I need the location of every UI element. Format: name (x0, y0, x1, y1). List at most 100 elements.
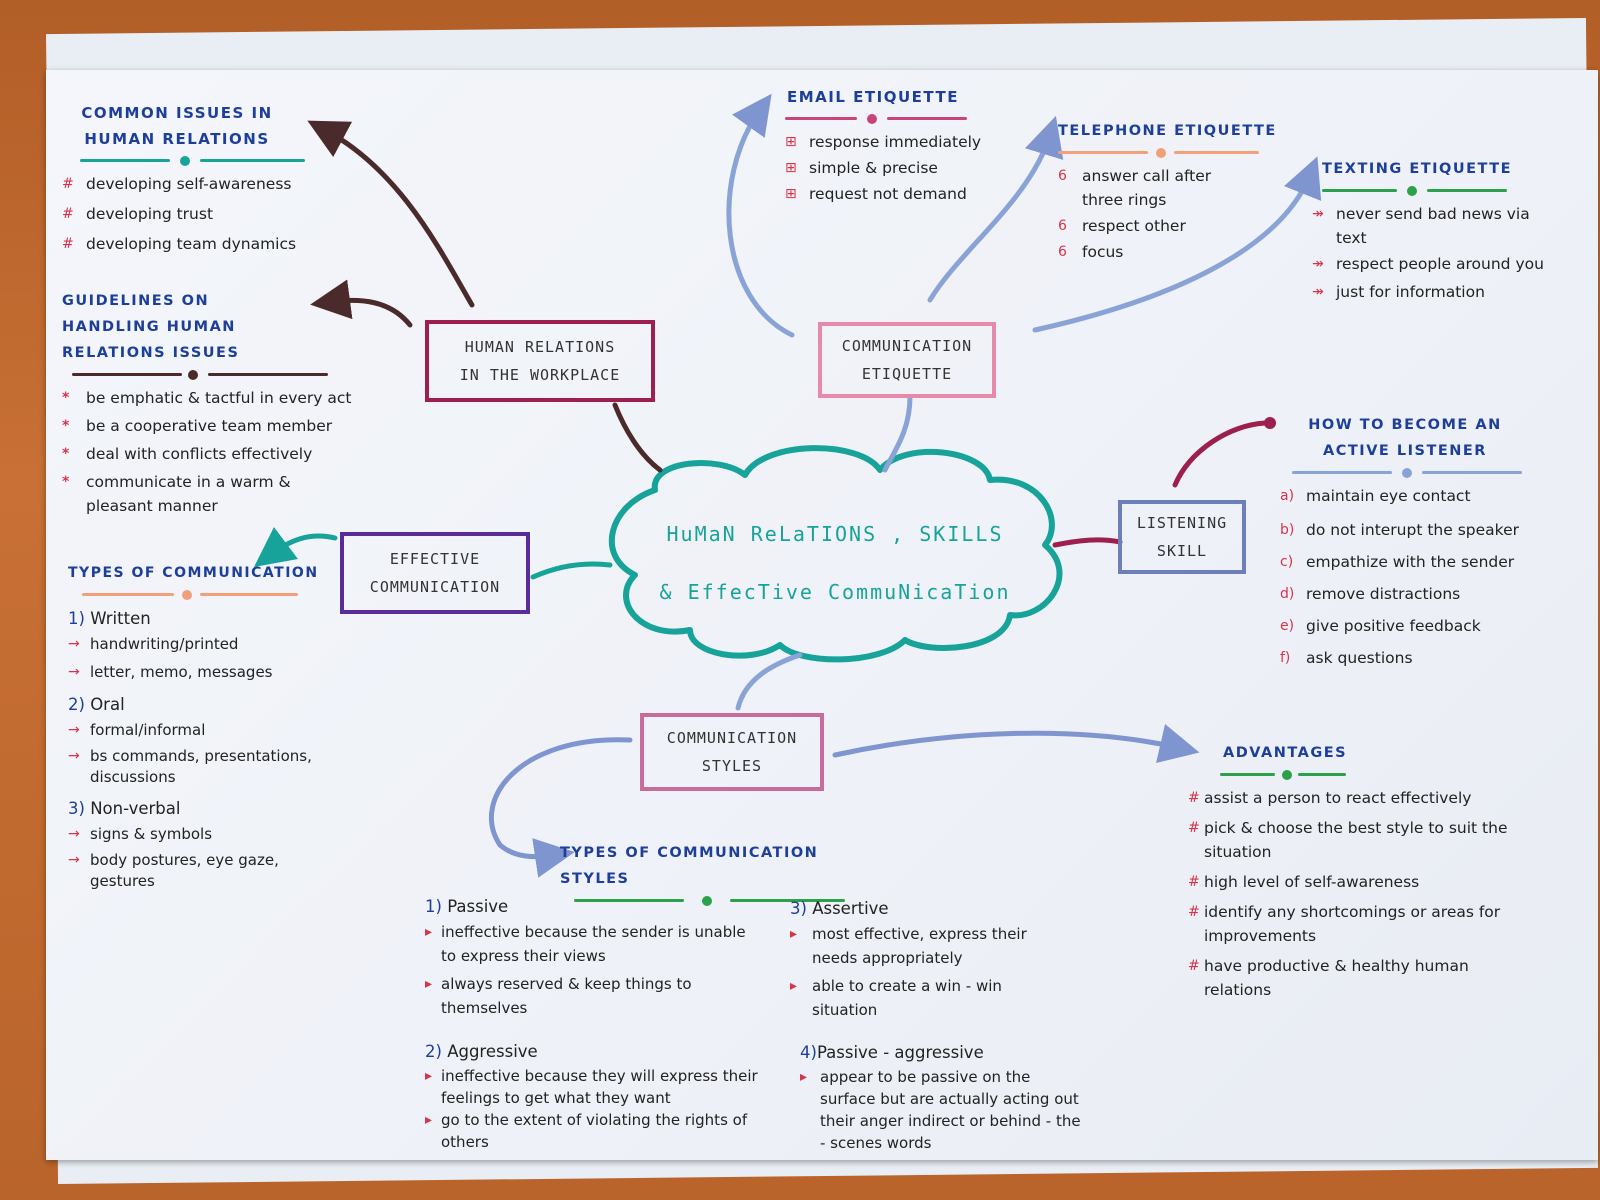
connector-etiquette-center (882, 394, 913, 473)
list-item: ▸go to the extent of violating the right… (425, 1111, 748, 1151)
list-item: *deal with conflicts effectively (62, 442, 402, 466)
list-item: ▸ineffective because they will express t… (425, 1067, 758, 1107)
connector-effective-center (530, 561, 613, 580)
arrow-to-types-styles (488, 737, 633, 878)
arrow-right-icon: → (68, 748, 80, 764)
bullet-hash-icon: # (1188, 790, 1200, 806)
list-item: #identify any shortcomings or areas for … (1188, 900, 1548, 948)
letter-marker: e) (1280, 618, 1295, 634)
box-communication-styles: COMMUNICATION STYLES (640, 713, 824, 791)
section-common-issues: COMMON ISSUES IN HUMAN RELATIONS #develo… (62, 100, 362, 256)
bullet-star-icon: * (62, 474, 70, 490)
divider (68, 590, 308, 600)
bullet-hash-icon: # (1188, 874, 1200, 890)
cloud-shape (608, 445, 1063, 663)
style-passive-aggressive: 4)Passive - aggressive ▸appear to be pas… (800, 1036, 1090, 1154)
active-listener-heading: HOW TO BECOME AN ACTIVE LISTENER (1308, 417, 1502, 459)
letter-marker: b) (1280, 522, 1295, 538)
bullet-hash-icon: # (1188, 820, 1200, 836)
section-email-etiquette: EMAIL ETIQUETTE ⊞response immediately ⊞s… (785, 84, 1025, 206)
list-item: #have productive & healthy human relatio… (1188, 954, 1534, 1002)
section-guidelines: GUIDELINES ON HANDLING HUMAN RELATIONS I… (62, 288, 402, 518)
letter-marker: a) (1280, 488, 1295, 504)
divider (1280, 468, 1540, 478)
list-item: *be a cooperative team member (62, 414, 402, 438)
guidelines-heading: GUIDELINES ON HANDLING HUMAN RELATIONS I… (62, 293, 240, 361)
list-item: *be emphatic & tactful in every act (62, 386, 402, 410)
double-arrow-icon: ↠ (1312, 256, 1324, 272)
double-arrow-icon: ↠ (1312, 206, 1324, 222)
bullet-hash-icon: # (1188, 958, 1200, 974)
list-item: #assist a person to react effectively (1188, 786, 1548, 810)
divider (1312, 186, 1522, 196)
list-item: e)give positive feedback (1280, 614, 1580, 638)
arrow-to-advantages (832, 724, 1200, 764)
bullet-star-icon: * (62, 446, 70, 462)
bullet-box-icon: ⊞ (785, 134, 797, 150)
connector-listening-center (1052, 537, 1123, 548)
box-human-relations: HUMAN RELATIONS IN THE WORKPLACE (425, 320, 655, 402)
arrow-right-icon: → (68, 636, 80, 652)
texting-heading: TEXTING ETIQUETTE (1322, 161, 1513, 177)
phone-icon: 6 (1058, 244, 1067, 260)
arrow-to-types-comm (253, 527, 338, 567)
section-texting-etiquette: TEXTING ETIQUETTE ↠never send bad news v… (1312, 156, 1587, 304)
bullet-star-icon: * (62, 418, 70, 434)
list-item: ↠never send bad news via text (1312, 202, 1556, 250)
letter-marker: f) (1280, 650, 1291, 666)
triangle-bullet-icon: ▸ (790, 926, 798, 942)
box-effective-communication: EFFECTIVE COMMUNICATION (340, 532, 530, 614)
divider (1188, 770, 1348, 780)
arrow-right-icon: → (68, 722, 80, 738)
paper-sheet (46, 70, 1598, 1160)
arrow-to-email (726, 93, 795, 338)
divider (62, 370, 352, 380)
bullet-hash-icon: # (62, 236, 74, 252)
group-non-verbal: 3) Non-verbal (68, 799, 181, 818)
central-topic: HuMaN ReLaTIONS , SKILLS & EffecTive Com… (630, 505, 1040, 621)
group-oral: 2) Oral (68, 695, 125, 714)
triangle-bullet-icon: ▸ (425, 1112, 433, 1128)
divider (560, 896, 860, 906)
list-item: b)do not interupt the speaker (1280, 518, 1580, 542)
divider (1058, 148, 1268, 158)
phone-icon: 6 (1058, 218, 1067, 234)
arrow-to-guidelines (310, 279, 413, 328)
list-item: ▸able to create a win - win situation (790, 974, 1070, 1022)
arrow-right-icon: → (68, 852, 80, 868)
bullet-hash-icon: # (62, 176, 74, 192)
triangle-bullet-icon: ▸ (800, 1069, 808, 1085)
bullet-box-icon: ⊞ (785, 186, 797, 202)
list-item: ↠respect people around you (1312, 252, 1587, 276)
email-heading: EMAIL ETIQUETTE (787, 88, 959, 106)
list-item: #developing trust (62, 202, 362, 226)
arrow-right-icon: → (68, 664, 80, 680)
style-assertive: 3) Assertive ▸most effective, express th… (790, 892, 1070, 1022)
bullet-star-icon: * (62, 390, 70, 406)
arrow-to-texting (1032, 156, 1322, 333)
triangle-bullet-icon: ▸ (790, 978, 798, 994)
list-item: #high level of self-awareness (1188, 870, 1548, 894)
divider (785, 114, 985, 124)
list-item: a)maintain eye contact (1280, 484, 1580, 508)
phone-icon: 6 (1058, 168, 1067, 184)
style-aggressive: 2) Aggressive ▸ineffective because they … (425, 1035, 765, 1153)
types-comm-heading: TYPES OF COMMUNICATION (68, 565, 319, 581)
section-advantages: ADVANTAGES #assist a person to react eff… (1188, 740, 1548, 1002)
triangle-bullet-icon: ▸ (425, 976, 433, 992)
list-item: ⊞request not demand (785, 182, 1025, 206)
list-item: #developing self-awareness (62, 172, 362, 196)
arrow-right-icon: → (68, 826, 80, 842)
triangle-bullet-icon: ▸ (425, 1068, 433, 1084)
bullet-hash-icon: # (62, 206, 74, 222)
group-written: 1) Written (68, 609, 151, 628)
bullet-hash-icon: # (1188, 904, 1200, 920)
list-item: d)remove distractions (1280, 582, 1580, 606)
letter-marker: d) (1280, 586, 1295, 602)
list-item: ▸ineffective because the sender is unabl… (425, 920, 755, 968)
list-item: ⊞simple & precise (785, 156, 1025, 180)
style-passive: 1) Passive ▸ineffective because the send… (425, 890, 755, 1020)
